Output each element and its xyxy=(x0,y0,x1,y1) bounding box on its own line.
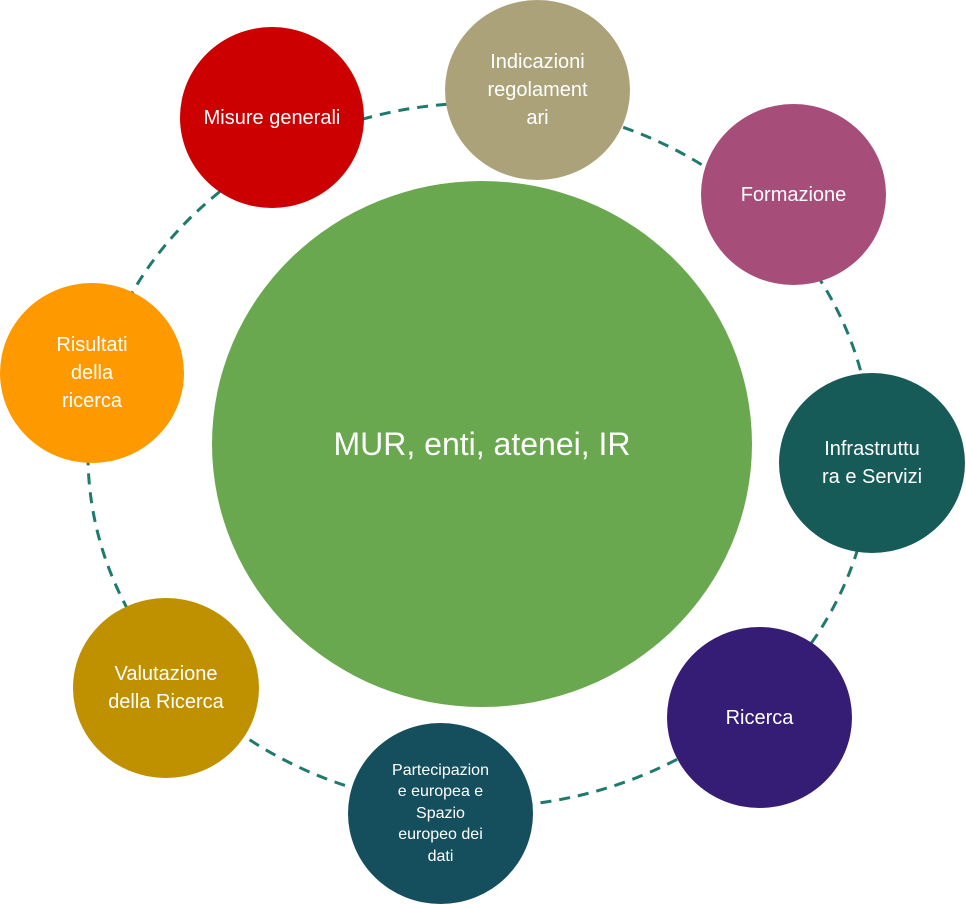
node-label: Valutazione della Ricerca xyxy=(108,663,224,713)
node-label: Misure generali xyxy=(203,106,341,129)
node-ricerca: Ricerca xyxy=(667,627,852,808)
node-valutazione-ricerca: Valutazione della Ricerca xyxy=(73,598,259,778)
node-label: Indicazioni regolament ari xyxy=(487,51,588,129)
node-indicazioni-regolamentari: Indicazioni regolament ari xyxy=(445,0,630,180)
node-label: Ricerca xyxy=(725,706,794,729)
node-infrastruttura-servizi: Infrastruttu ra e Servizi xyxy=(779,373,965,553)
node-label: Formazione xyxy=(740,183,847,206)
node-misure-generali: Misure generali xyxy=(180,27,364,208)
node-label: Infrastruttu ra e Servizi xyxy=(821,438,923,488)
node-label: Risultati della ricerca xyxy=(56,334,128,412)
center-node: MUR, enti, atenei, IR xyxy=(212,181,752,707)
node-formazione: Formazione xyxy=(701,104,886,285)
center-node-label: MUR, enti, atenei, IR xyxy=(333,425,631,462)
node-label: Partecipazion e europea e Spazio europeo… xyxy=(392,761,489,865)
node-risultati-ricerca: Risultati della ricerca xyxy=(0,283,184,463)
node-partecipazione-europea: Partecipazion e europea e Spazio europeo… xyxy=(348,723,533,904)
